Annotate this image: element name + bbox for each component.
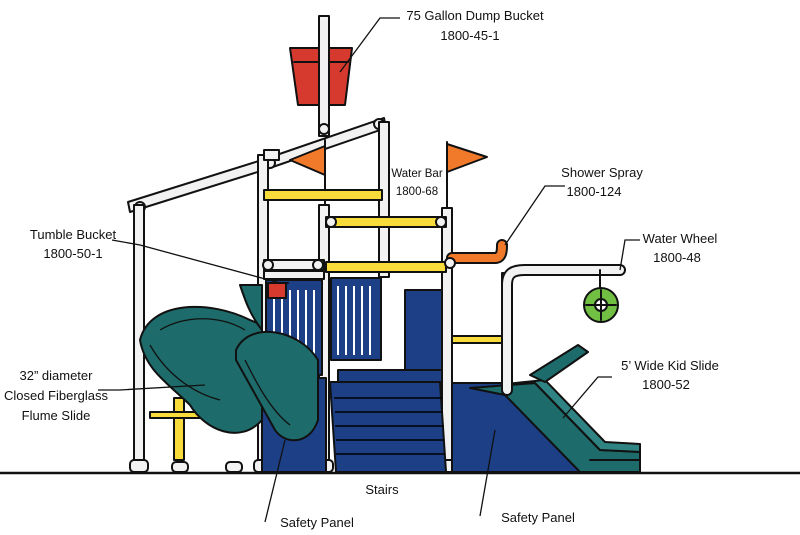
- shower-spray: [444, 239, 508, 269]
- center-tower-post: [318, 15, 330, 137]
- safety-panel-right-label: Safety Panel: [501, 510, 575, 525]
- flume-slide: [139, 284, 319, 442]
- tumble-bucket-code: 1800-50-1: [43, 246, 102, 261]
- water-bar-code: 1800-68: [396, 186, 438, 198]
- stairs-label: Stairs: [365, 482, 399, 497]
- rails: [262, 149, 447, 280]
- leader-lines: [98, 17, 640, 523]
- safety-panel-left-label: Safety Panel: [280, 515, 354, 530]
- water-wheel: [583, 287, 619, 323]
- dump-bucket-name: 75 Gallon Dump Bucket: [406, 8, 544, 23]
- flag-left: [289, 139, 326, 216]
- flume-slide-line3: Flume Slide: [22, 408, 91, 423]
- tumble-bucket: [265, 282, 289, 299]
- stairs: [329, 369, 447, 473]
- water-wheel-arm: [501, 264, 626, 396]
- water-bar-name: Water Bar: [391, 168, 443, 180]
- kid-slide-name: 5’ Wide Kid Slide: [621, 358, 719, 373]
- dump-bucket-code: 1800-45-1: [440, 28, 499, 43]
- flume-slide-line1: 32” diameter: [20, 368, 94, 383]
- kid-slide-code: 1800-52: [642, 377, 690, 392]
- water-wheel-name: Water Wheel: [643, 231, 718, 246]
- flag-right: [446, 141, 488, 216]
- shower-spray-name: Shower Spray: [561, 165, 643, 180]
- water-wheel-code: 1800-48: [653, 250, 701, 265]
- shower-spray-code: 1800-124: [567, 184, 622, 199]
- flume-slide-line2: Closed Fiberglass: [4, 388, 109, 403]
- tumble-bucket-name: Tumble Bucket: [30, 227, 117, 242]
- kid-slide: [469, 344, 641, 473]
